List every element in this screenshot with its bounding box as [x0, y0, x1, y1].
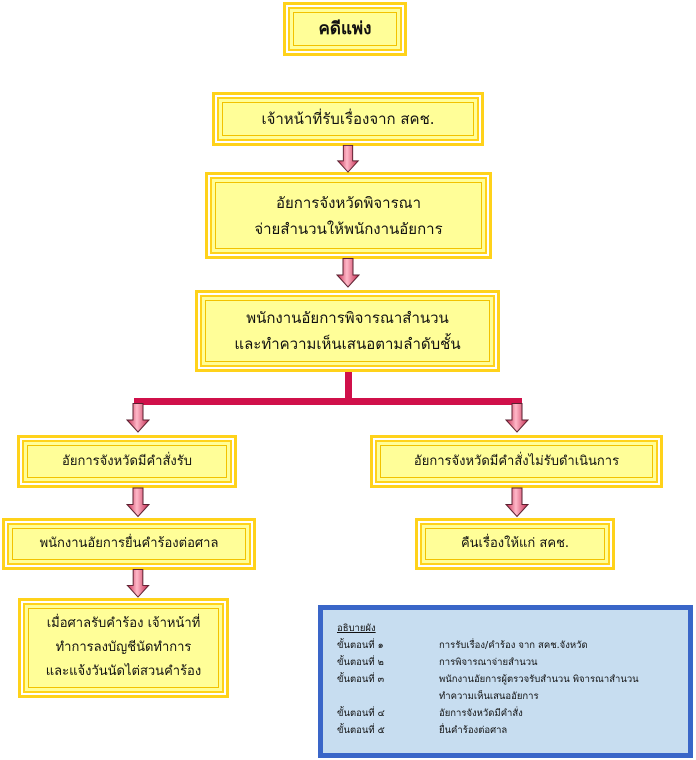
step-court: เมื่อศาลรับคำร้อง เจ้าหน้าที่ ทำการลงบัญ…: [18, 598, 229, 698]
arrow-down-icon: [336, 258, 360, 288]
connector-horizontal: [134, 398, 522, 405]
title-text: คดีแพ่ง: [318, 19, 372, 39]
arrow-down-icon: [126, 569, 150, 598]
legend-item: ขั้นตอนที่ ๓ พนักงานอัยการผู้ตรวจรับสำนวน…: [337, 671, 674, 688]
legend-desc: พนักงานอัยการผู้ตรวจรับสำนวน พิจารณาสำนว…: [439, 674, 639, 685]
legend-item: ขั้นตอนที่ ๔ อัยการจังหวัดมีคำสั่ง: [337, 705, 674, 722]
step-accept-text: อัยการจังหวัดมีคำสั่งรับ: [62, 453, 192, 469]
legend-desc: การพิจารณาจ่ายสำนวน: [439, 657, 538, 668]
chart-title: คดีแพ่ง: [283, 2, 407, 56]
step-assign: อัยการจังหวัดพิจารณา จ่ายสำนวนให้พนักงาน…: [205, 172, 492, 259]
step-court-line2: ทำการลงบัญชีนัดทำการ: [55, 640, 192, 655]
step-return: คืนเรื่องให้แก่ สคช.: [415, 518, 615, 570]
legend-desc: ทำความเห็นเสนออัยการ: [439, 691, 539, 702]
step-review: พนักงานอัยการพิจารณาสำนวน และทำความเห็นเ…: [195, 290, 500, 372]
step-receive: เจ้าหน้าที่รับเรื่องจาก สคช.: [212, 92, 484, 146]
arrow-down-icon: [126, 402, 150, 434]
legend-desc: ยื่นคำร้องต่อศาล: [439, 725, 508, 736]
arrow-down-icon: [505, 402, 529, 434]
legend-desc: อัยการจังหวัดมีคำสั่ง: [439, 708, 523, 719]
step-reject: อัยการจังหวัดมีคำสั่งไม่รับดำเนินการ: [370, 435, 663, 488]
step-court-line3: และแจ้งวันนัดไต่สวนคำร้อง: [45, 664, 202, 679]
legend-heading: อธิบายผัง: [337, 623, 376, 634]
legend-step: ขั้นตอนที่ ๕: [337, 725, 385, 736]
step-review-line1: พนักงานอัยการพิจารณาสำนวน: [246, 309, 449, 327]
legend-box: อธิบายผัง ขั้นตอนที่ ๑ การรับเรื่อง/คำร้อ…: [318, 605, 693, 758]
legend-step: ขั้นตอนที่ ๑: [337, 640, 384, 651]
legend-step: ขั้นตอนที่ ๓: [337, 674, 385, 685]
legend-item: ขั้นตอนที่ ๑ การรับเรื่อง/คำร้อง จาก สคช.…: [337, 637, 674, 654]
legend-step: ขั้นตอนที่ ๒: [337, 657, 384, 668]
legend-desc: การรับเรื่อง/คำร้อง จาก สคช.จังหวัด: [439, 640, 588, 651]
legend-item-cont: ทำความเห็นเสนออัยการ: [337, 688, 674, 705]
step-assign-line1: อัยการจังหวัดพิจารณา: [275, 193, 422, 212]
step-return-text: คืนเรื่องให้แก่ สคช.: [460, 536, 570, 551]
arrow-down-icon: [505, 487, 529, 518]
step-accept: อัยการจังหวัดมีคำสั่งรับ: [17, 435, 237, 488]
legend-item: ขั้นตอนที่ ๕ ยื่นคำร้องต่อศาล: [337, 722, 674, 739]
legend-step: ขั้นตอนที่ ๔: [337, 708, 385, 719]
arrow-down-icon: [126, 487, 150, 518]
step-review-line2: และทำความเห็นเสนอตามลำดับชั้น: [234, 335, 461, 353]
step-reject-text: อัยการจังหวัดมีคำสั่งไม่รับดำเนินการ: [413, 453, 620, 469]
step-file-petition-text: พนักงานอัยการยื่นคำร้องต่อศาล: [39, 536, 219, 551]
step-receive-text: เจ้าหน้าที่รับเรื่องจาก สคช.: [261, 110, 435, 128]
arrow-down-icon: [336, 145, 360, 173]
connector-vertical: [345, 372, 352, 404]
step-court-line1: เมื่อศาลรับคำร้อง เจ้าหน้าที่: [46, 616, 201, 631]
step-assign-line2: จ่ายสำนวนให้พนักงานอัยการ: [254, 219, 443, 238]
step-file-petition: พนักงานอัยการยื่นคำร้องต่อศาล: [2, 518, 256, 570]
legend-item: ขั้นตอนที่ ๒ การพิจารณาจ่ายสำนวน: [337, 654, 674, 671]
